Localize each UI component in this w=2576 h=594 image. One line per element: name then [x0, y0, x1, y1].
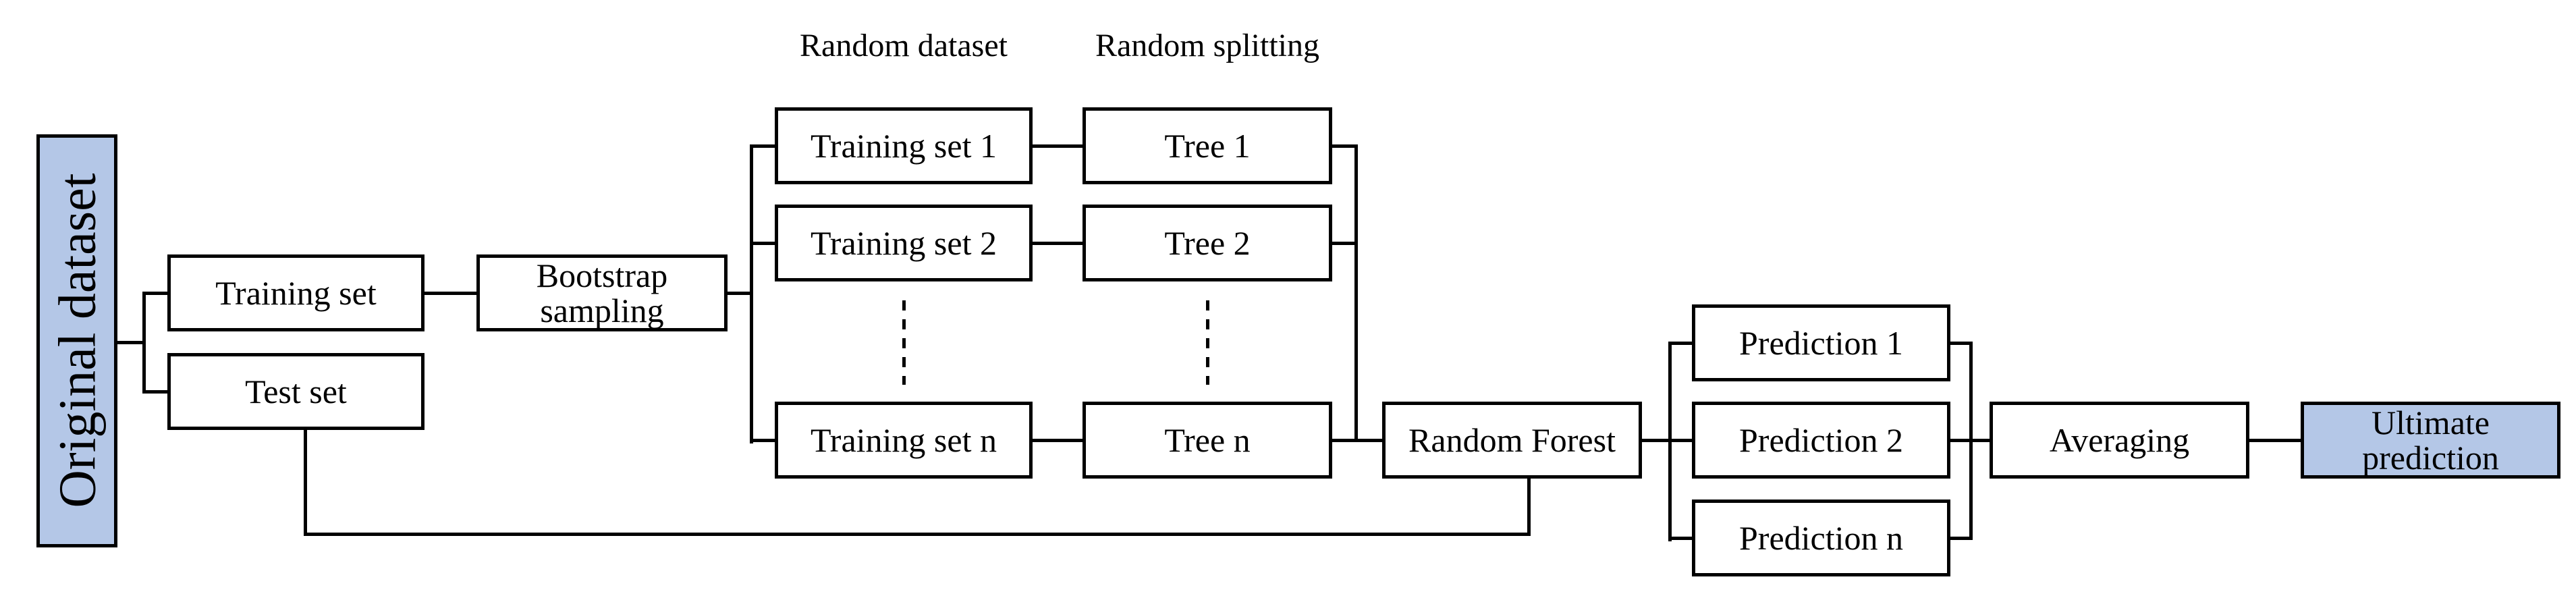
connector-prediction2-to-averaging [1950, 439, 1990, 442]
node-prediction-n: Prediction n [1692, 500, 1950, 576]
bracket-predictions-left [1668, 342, 1672, 541]
tree-1-label: Tree 1 [1164, 127, 1251, 165]
node-ultimate-prediction: Ultimate prediction [2301, 402, 2560, 479]
connector-random-forest-to-prediction2 [1642, 439, 1692, 442]
connector-test-set-drop [304, 430, 307, 536]
bootstrap-sampling-label-line2: sampling [540, 292, 664, 329]
connector-prediction1-to-bracket [1950, 342, 1973, 345]
prediction-1-label: Prediction 1 [1738, 324, 1904, 362]
node-random-forest: Random Forest [1382, 402, 1642, 479]
bootstrap-sampling-label-line1: Bootstrap [536, 256, 668, 294]
connector-ts1-to-tree1 [1033, 144, 1083, 148]
node-training-set-n: Training set n [775, 402, 1033, 479]
node-prediction-1: Prediction 1 [1692, 304, 1950, 381]
connector-predictionn-to-bracket [1950, 537, 1973, 540]
connector-test-line-to-random-forest [1527, 479, 1531, 536]
connector-bootstrap-to-bracket [728, 292, 753, 295]
prediction-2-label: Prediction 2 [1738, 421, 1904, 459]
ultimate-prediction-label-line1: Ultimate [2372, 404, 2490, 441]
connector-bracket-to-training-set [142, 292, 167, 295]
node-prediction-2: Prediction 2 [1692, 402, 1950, 479]
node-averaging: Averaging [1990, 402, 2249, 479]
ultimate-prediction-label-line2: prediction [2362, 439, 2499, 477]
original-dataset-label: Original dataset [47, 173, 107, 508]
node-training-set-1: Training set 1 [775, 107, 1033, 184]
connector-bracket-to-predictionn [1668, 537, 1692, 540]
training-set-1-label: Training set 1 [811, 127, 997, 165]
tree-n-label: Tree n [1164, 421, 1251, 459]
training-set-n-label: Training set n [811, 421, 997, 459]
node-original-dataset: Original dataset [36, 134, 117, 547]
test-set-label: Test set [245, 373, 347, 410]
connector-test-set-long-line [304, 533, 1531, 536]
connector-tree2-to-bracket [1332, 242, 1358, 245]
connector-bracket-to-tsn [750, 439, 775, 442]
connector-bracket-to-ts2 [750, 242, 775, 245]
connector-bracket-to-test-set [142, 390, 167, 394]
dashed-ellipsis-training-sets [902, 300, 906, 385]
bracket-trees [1354, 144, 1358, 442]
connector-training-to-bootstrap [424, 292, 476, 295]
node-bootstrap-sampling: Bootstrap sampling [476, 254, 728, 331]
connector-tsn-to-treen [1033, 439, 1083, 442]
random-forest-label: Random Forest [1408, 421, 1616, 459]
connector-bracket-to-ts1 [750, 144, 775, 148]
connector-bracket-to-prediction1 [1668, 342, 1692, 345]
averaging-label: Averaging [2049, 421, 2190, 459]
connector-original-to-bracket [117, 341, 144, 344]
node-tree-2: Tree 2 [1083, 205, 1332, 281]
node-training-set: Training set [167, 254, 424, 331]
node-test-set: Test set [167, 353, 424, 430]
node-tree-1: Tree 1 [1083, 107, 1332, 184]
column-label-random-splitting: Random splitting [1095, 28, 1319, 63]
node-training-set-2: Training set 2 [775, 205, 1033, 281]
column-label-random-dataset: Random dataset [800, 28, 1008, 63]
prediction-n-label: Prediction n [1738, 519, 1904, 557]
bracket-training-sets [750, 144, 753, 443]
training-set-2-label: Training set 2 [811, 224, 997, 262]
bracket-train-test [142, 292, 146, 394]
tree-2-label: Tree 2 [1164, 224, 1251, 262]
connector-averaging-to-ultimate [2249, 439, 2301, 442]
node-tree-n: Tree n [1083, 402, 1332, 479]
training-set-label: Training set [215, 274, 377, 312]
connector-treen-to-random-forest [1332, 439, 1382, 442]
connector-tree1-to-bracket [1332, 144, 1358, 148]
dashed-ellipsis-trees [1206, 300, 1209, 385]
connector-ts2-to-tree2 [1033, 242, 1083, 245]
